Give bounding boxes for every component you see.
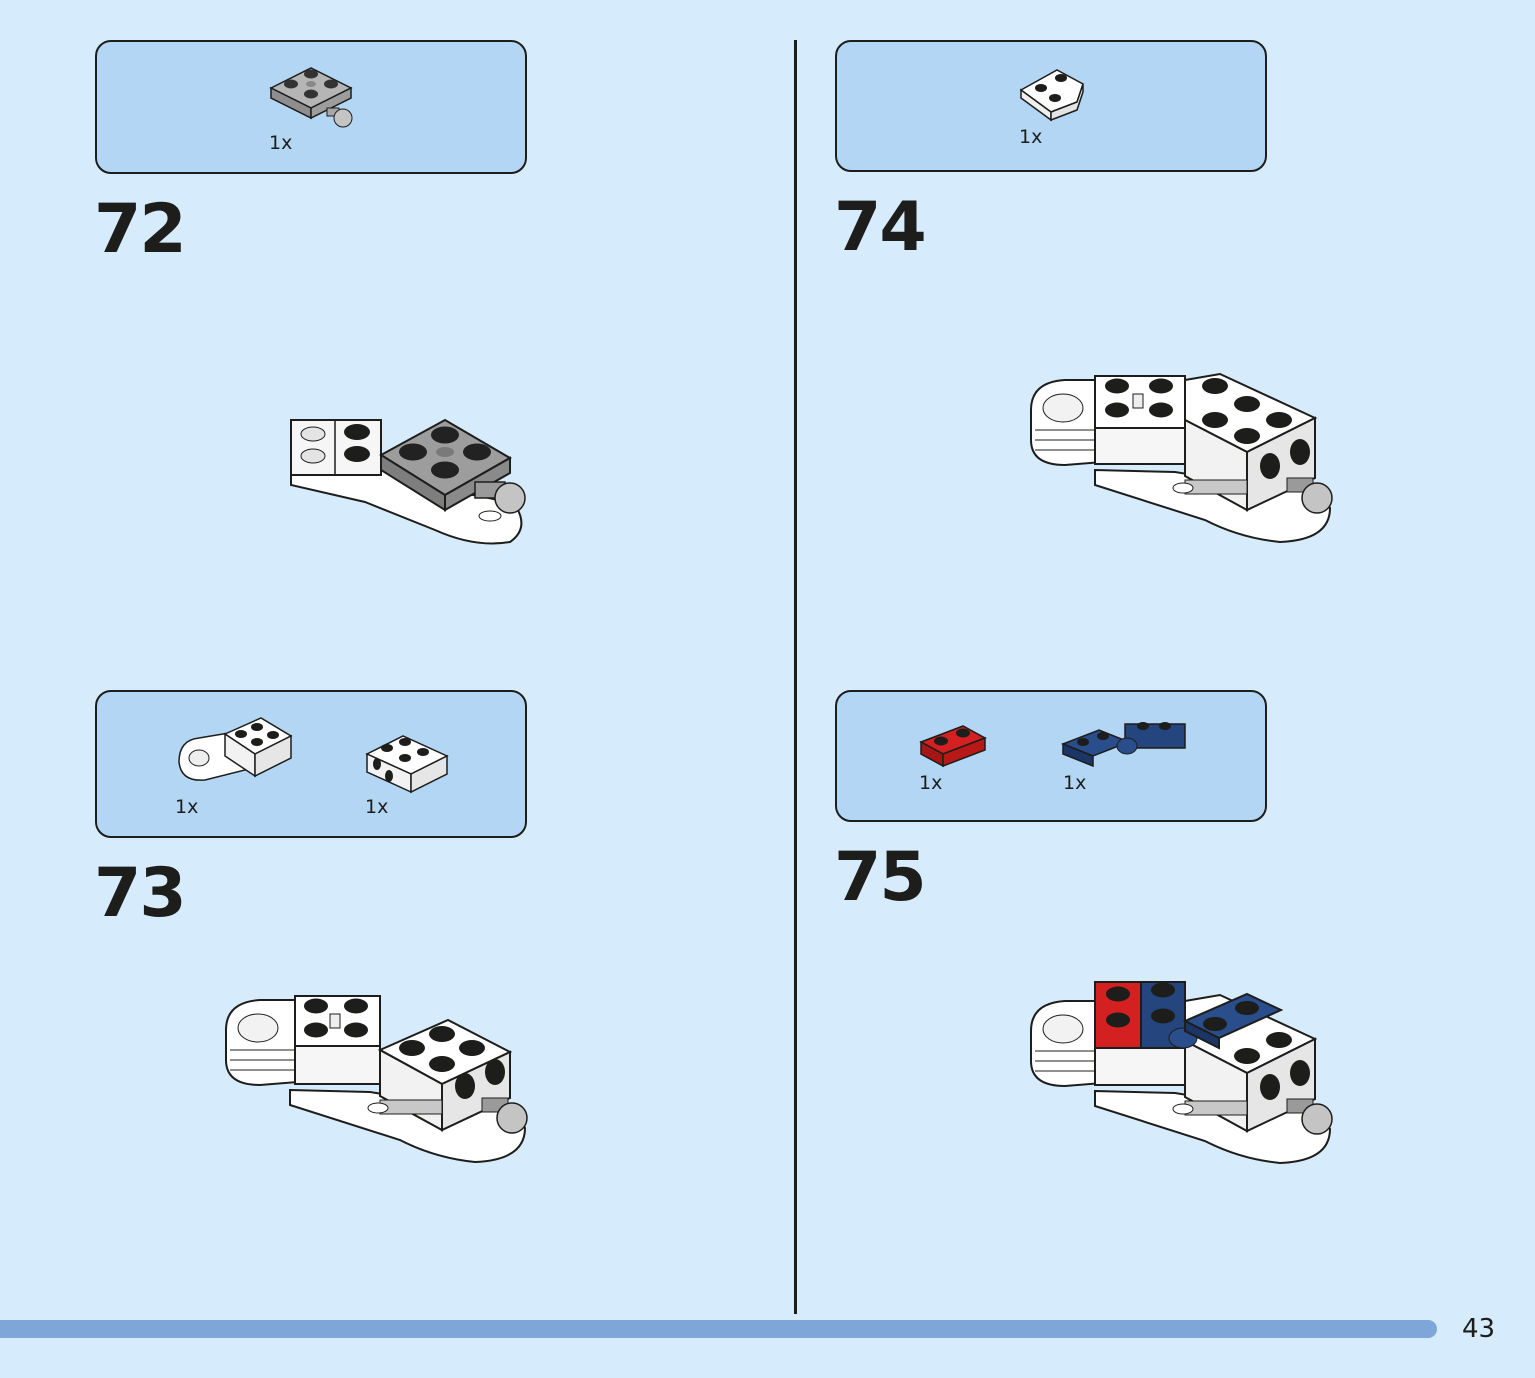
step-number: 75 [834,838,927,917]
red-plate-1x2-icon [919,725,987,768]
gray-plate-2x2-with-ball-joint-icon [269,67,353,128]
step-73-assembly-icon [225,995,528,1164]
step-74-assembly-icon [1030,372,1333,544]
parts-callout-step-72: 1x [95,40,527,174]
white-wedge-plate-icon [1019,69,1084,122]
step-75-assembly-icon [1030,981,1333,1165]
step-number: 74 [834,188,927,267]
parts-callout-step-73: 1x 1x [95,690,527,838]
white-plate-with-clip-icon [178,717,293,781]
part-quantity: 1x [175,796,199,818]
part-quantity: 1x [269,132,293,154]
white-brick-with-side-studs-icon [365,735,449,794]
part-quantity: 1x [1063,772,1087,794]
part-quantity: 1x [365,796,389,818]
part-quantity: 1x [919,772,943,794]
parts-callout-step-75: 1x 1x [835,690,1267,822]
page-progress-bar [0,1320,1437,1338]
step-72-assembly-icon [290,418,526,545]
part-quantity: 1x [1019,126,1043,148]
step-number: 73 [94,854,187,933]
step-number: 72 [94,190,187,269]
column-divider [794,40,797,1314]
parts-callout-step-74: 1x [835,40,1267,172]
page-number: 43 [1462,1314,1496,1344]
blue-hinge-plate-icon [1060,722,1186,768]
